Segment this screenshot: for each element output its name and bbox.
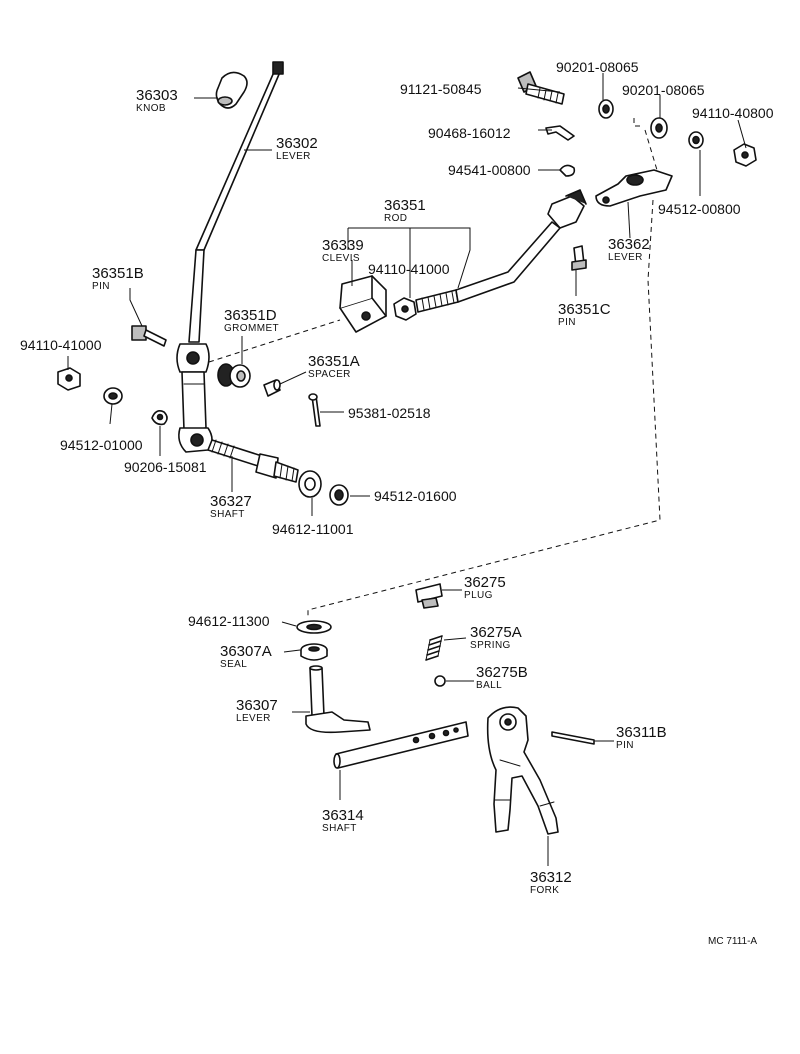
rod-drawing xyxy=(415,189,587,313)
label-number: 36351D xyxy=(224,307,277,324)
label-number: 94110-40800 xyxy=(692,105,774,121)
clevis-drawing xyxy=(339,275,387,333)
label-name: SHAFT xyxy=(210,509,245,520)
label-number: 36275B xyxy=(476,664,528,681)
nut-right-drawing xyxy=(733,143,757,167)
part-labels: 36303 KNOB 36302 LEVER 36351B PIN 94110-… xyxy=(20,59,774,947)
pin-fork-drawing xyxy=(551,731,595,745)
leader-lines xyxy=(67,73,747,866)
cotter-pin-drawing xyxy=(308,393,321,427)
lockwasher-left-drawing xyxy=(103,387,123,405)
bolt-drawing xyxy=(517,71,565,105)
label-number: 36351C xyxy=(558,301,611,318)
label-number: 36351A xyxy=(308,353,360,370)
pin-c-drawing xyxy=(571,245,587,271)
label-number: 91121-50845 xyxy=(400,81,482,97)
label-number: 36303 xyxy=(136,87,178,104)
diagram-code: MC 7111-A xyxy=(708,936,757,947)
label-name: LEVER xyxy=(276,151,311,162)
label-number: 36339 xyxy=(322,237,364,254)
pin-b-drawing xyxy=(131,325,167,347)
grommet-drawing xyxy=(217,363,251,388)
label-name: ROD xyxy=(384,213,407,224)
label-number: 94110-41000 xyxy=(20,337,102,353)
washer-top-1-drawing xyxy=(598,99,614,119)
clip-top-drawing xyxy=(545,125,575,141)
label-name: GROMMET xyxy=(224,323,279,334)
label-number: 94541-00800 xyxy=(448,162,531,178)
fork-shaft-drawing xyxy=(333,721,469,769)
label-number: 36312 xyxy=(530,869,572,886)
cotter-top-drawing xyxy=(559,164,576,177)
label-number: 36275A xyxy=(470,624,522,641)
label-number: 36351 xyxy=(384,197,426,214)
label-name: SHAFT xyxy=(322,823,357,834)
label-number: 36307A xyxy=(220,643,272,660)
label-name: LEVER xyxy=(608,252,643,263)
label-name: SEAL xyxy=(220,659,247,670)
label-name: PIN xyxy=(92,281,110,292)
lockwasher-lower-drawing xyxy=(329,484,349,506)
spring-drawing xyxy=(425,635,443,661)
washer-lower-drawing xyxy=(298,470,322,498)
nut-left-drawing xyxy=(57,367,81,391)
plug-drawing xyxy=(415,583,443,609)
label-name: PLUG xyxy=(464,590,493,601)
label-number: 36302 xyxy=(276,135,318,152)
rod-nut-drawing xyxy=(393,297,417,321)
label-number: 94512-01600 xyxy=(374,488,457,504)
seal-drawing xyxy=(300,643,328,661)
spacer-drawing xyxy=(263,379,281,397)
label-number: 94512-01000 xyxy=(60,437,143,453)
label-number: 90201-08065 xyxy=(556,59,639,75)
knob-drawing xyxy=(215,71,248,109)
label-name: SPACER xyxy=(308,369,351,380)
lockwasher-right-drawing xyxy=(688,131,704,149)
label-name: CLEVIS xyxy=(322,253,360,264)
assembly-dashed-lines xyxy=(208,118,661,618)
clip-washer-drawing xyxy=(151,410,168,426)
label-number: 94612-11300 xyxy=(188,613,270,629)
shaft-lower-drawing xyxy=(207,439,299,483)
upper-lever-drawing xyxy=(595,169,673,207)
label-name: PIN xyxy=(616,740,634,751)
label-number: 95381-02518 xyxy=(348,405,431,421)
label-number: 94512-00800 xyxy=(658,201,741,217)
lower-lever-drawing xyxy=(305,665,371,734)
washer-top-2-drawing xyxy=(650,117,668,139)
label-number: 36314 xyxy=(322,807,364,824)
label-name: FORK xyxy=(530,885,559,896)
main-lever-drawing xyxy=(176,61,284,453)
fork-drawing xyxy=(486,706,559,835)
label-number: 94612-11001 xyxy=(272,521,354,537)
label-name: SPRING xyxy=(470,640,511,651)
label-number: 36327 xyxy=(210,493,252,510)
ball-drawing xyxy=(434,675,446,687)
label-name: PIN xyxy=(558,317,576,328)
label-name: LEVER xyxy=(236,713,271,724)
washer-seal-drawing xyxy=(296,620,332,634)
label-number: 94110-41000 xyxy=(368,261,450,277)
label-number: 90468-16012 xyxy=(428,125,511,141)
label-number: 90201-08065 xyxy=(622,82,705,98)
label-number: 36307 xyxy=(236,697,278,714)
label-number: 36362 xyxy=(608,236,650,253)
label-name: BALL xyxy=(476,680,502,691)
label-number: 36275 xyxy=(464,574,506,591)
label-number: 36351B xyxy=(92,265,144,282)
label-name: KNOB xyxy=(136,103,166,114)
label-number: 36311B xyxy=(616,724,667,741)
label-number: 90206-15081 xyxy=(124,459,207,475)
